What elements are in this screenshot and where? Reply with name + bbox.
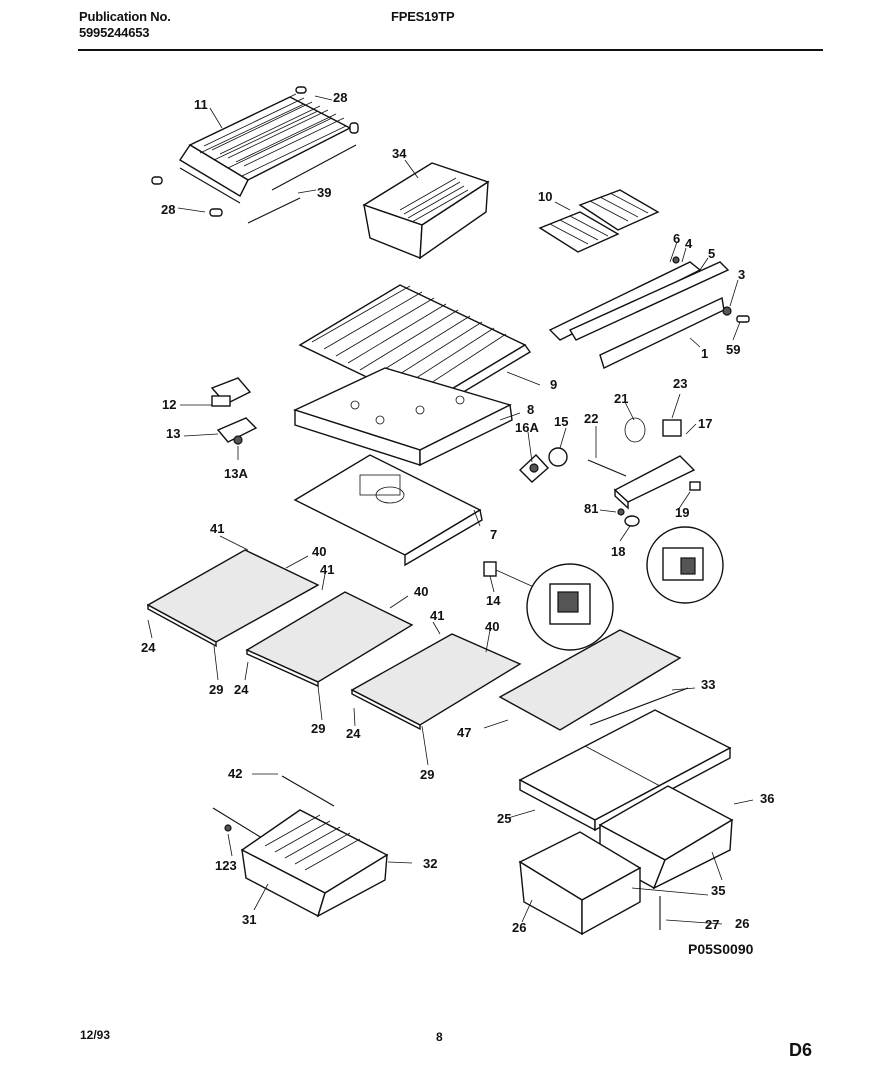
label-41-c: 41 (430, 608, 444, 623)
part-31-meat-drawer (240, 809, 389, 918)
label-12: 12 (162, 397, 176, 412)
part-19-detail (646, 526, 724, 604)
label-8: 8 (527, 402, 534, 417)
label-35: 35 (711, 883, 725, 898)
part-1-5-rails (548, 256, 750, 369)
label-41-a: 41 (210, 521, 224, 536)
label-123: 123 (215, 858, 237, 873)
label-40-c: 40 (485, 619, 499, 634)
part-34-freezer-bin (362, 162, 490, 260)
model-number: FPES19TP (391, 9, 455, 24)
label-40-b: 40 (414, 584, 428, 599)
label-16a: 16A (515, 420, 539, 435)
label-29-a: 29 (209, 682, 223, 697)
label-36: 36 (760, 791, 774, 806)
label-5: 5 (708, 246, 715, 261)
label-25: 25 (497, 811, 511, 826)
label-24-b: 24 (234, 682, 249, 697)
part-7-cover (293, 454, 483, 567)
label-24-a: 24 (141, 640, 156, 655)
label-19: 19 (675, 505, 689, 520)
label-47: 47 (457, 725, 471, 740)
label-29-b: 29 (311, 721, 325, 736)
part-12-13-brackets (210, 377, 258, 445)
part-15-16a-lamp (518, 447, 568, 483)
label-39: 39 (317, 185, 331, 200)
part-11-wire-shelf (151, 86, 359, 217)
label-28-bottom: 28 (161, 202, 175, 217)
part-8-tray (293, 367, 513, 467)
label-3: 3 (738, 267, 745, 282)
label-40-a: 40 (312, 544, 326, 559)
label-59: 59 (726, 342, 740, 357)
label-6: 6 (673, 231, 680, 246)
label-15: 15 (554, 414, 568, 429)
label-4: 4 (685, 236, 693, 251)
part-40-shelf-3 (350, 633, 522, 731)
label-26-b: 26 (735, 916, 749, 931)
label-42: 42 (228, 766, 242, 781)
label-13: 13 (166, 426, 180, 441)
publication-number: 5995244653 (79, 25, 150, 40)
label-13a: 13A (224, 466, 248, 481)
label-22: 22 (584, 411, 598, 426)
label-41-b: 41 (320, 562, 334, 577)
footer-page-number: 8 (436, 1030, 443, 1044)
part-39-shelf-rail (247, 144, 357, 224)
part-26-crisper-right (598, 785, 734, 890)
label-26-a: 26 (512, 920, 526, 935)
label-29-c: 29 (420, 767, 434, 782)
label-31: 31 (242, 912, 256, 927)
label-28-top: 28 (333, 90, 347, 105)
footer-date: 12/93 (80, 1028, 111, 1042)
label-33: 33 (701, 677, 715, 692)
label-23: 23 (673, 376, 687, 391)
label-7: 7 (490, 527, 497, 542)
part-10-ice-trays (538, 189, 660, 253)
label-27: 27 (705, 917, 719, 932)
label-32: 32 (423, 856, 437, 871)
label-1: 1 (701, 346, 708, 361)
footer-section-code: D6 (789, 1040, 813, 1060)
label-10: 10 (538, 189, 552, 204)
part-26-crisper-left (518, 831, 642, 936)
label-24-c: 24 (346, 726, 361, 741)
label-21: 21 (614, 391, 628, 406)
label-17: 17 (698, 416, 712, 431)
part-42-rail (212, 775, 335, 839)
part-40-shelf-1 (146, 549, 320, 648)
label-9: 9 (550, 377, 557, 392)
label-81: 81 (584, 501, 598, 516)
label-11: 11 (194, 97, 208, 112)
label-14: 14 (486, 593, 501, 608)
part-47-glass (498, 629, 682, 731)
diagram-code: P05S0090 (688, 941, 754, 957)
part-17-23-control (587, 417, 701, 527)
label-34: 34 (392, 146, 407, 161)
label-18: 18 (611, 544, 625, 559)
publication-label: Publication No. (79, 9, 171, 24)
header-rule (78, 49, 823, 51)
part-14-switch (483, 561, 614, 651)
